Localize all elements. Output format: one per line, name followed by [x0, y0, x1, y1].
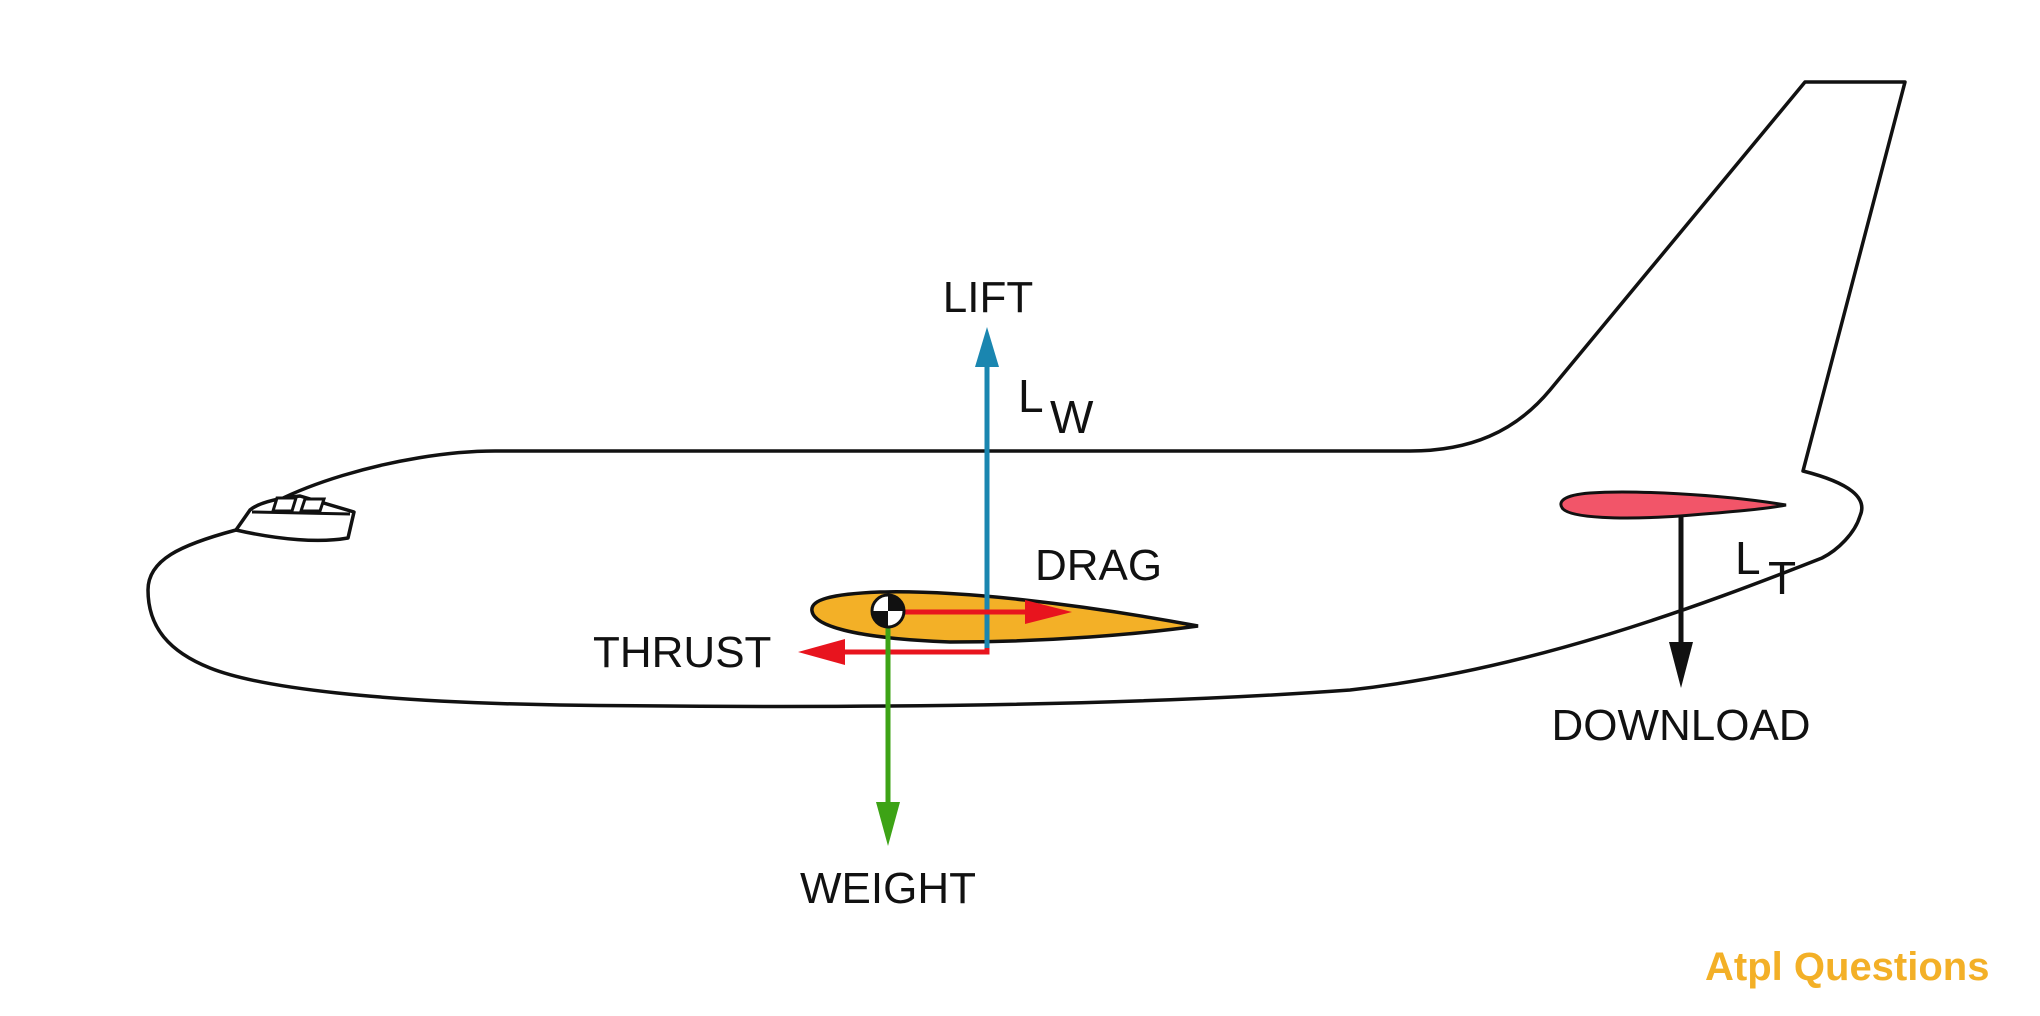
download-arrow: [1669, 516, 1693, 688]
lift-tail-symbol: L: [1735, 532, 1761, 584]
svg-text:Atpl Questions: Atpl Questions: [1705, 945, 1989, 989]
weight-arrow: [876, 622, 900, 846]
center-of-gravity-icon: [870, 593, 906, 629]
download-label: DOWNLOAD: [1551, 701, 1810, 750]
cockpit-window-right: [298, 497, 327, 513]
cockpit-window-left: [270, 496, 299, 513]
brand-logo: Atpl Questions: [1705, 945, 1989, 989]
brand-logo-questions: Questions: [1794, 945, 1990, 989]
lift-arrow: [975, 327, 999, 650]
fuselage-outline: [146, 80, 1907, 709]
drag-label: DRAG: [1035, 541, 1162, 590]
lift-wing-symbol: L: [1018, 370, 1044, 422]
drag-arrow: [898, 600, 1072, 624]
wing-aerofoil: [810, 590, 1199, 644]
lift-wing-subscript: W: [1050, 391, 1094, 443]
brand-logo-tpl: tpl: [1734, 945, 1783, 989]
tailplane-aerofoil: [1559, 490, 1787, 520]
lift-label: LIFT: [943, 273, 1033, 322]
thrust-label: THRUST: [593, 628, 771, 677]
brand-logo-a: A: [1705, 945, 1734, 989]
lift-tail-subscript: T: [1768, 552, 1796, 604]
weight-label: WEIGHT: [800, 864, 976, 913]
cockpit-windscreen: [234, 494, 356, 543]
cockpit-sill-line: [251, 510, 351, 516]
